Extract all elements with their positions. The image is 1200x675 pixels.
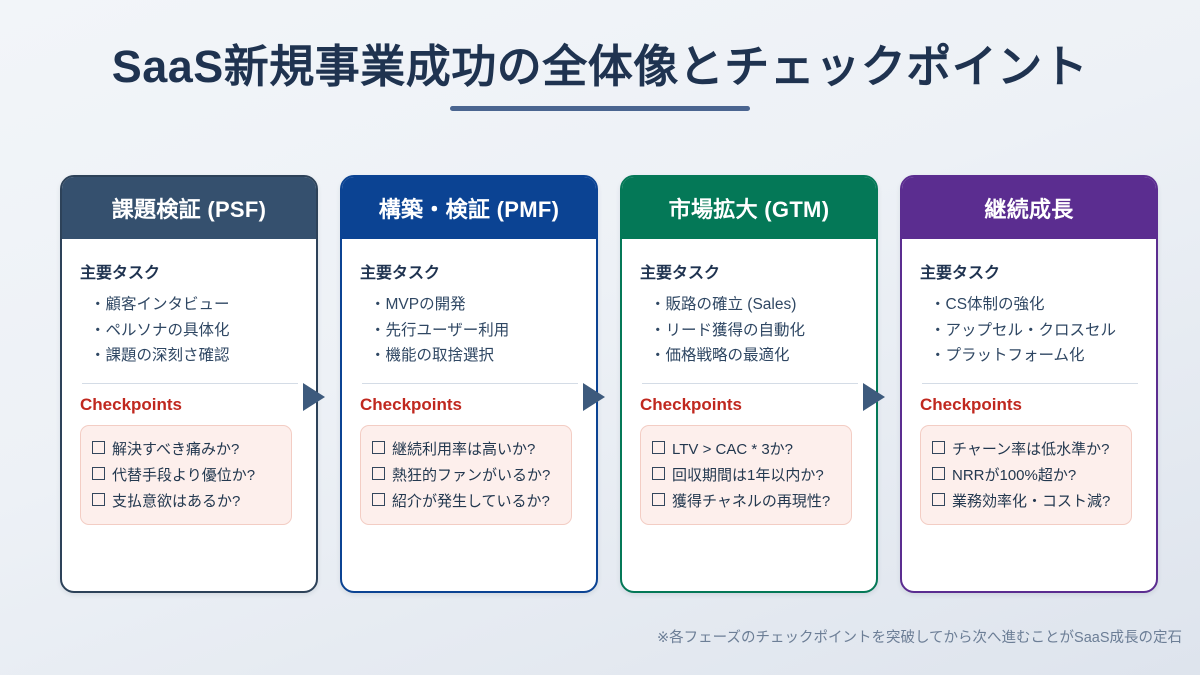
title-underline [450,106,750,112]
task-list: ・顧客インタビュー ・ペルソナの具体化 ・課題の深刻さ確認 [90,292,300,369]
list-item: ・ペルソナの具体化 [90,321,230,339]
list-item: ・アップセル・クロスセル [930,321,1117,339]
tasks-label: 主要タスク [640,265,721,282]
task-list: ・MVPの開発 ・先行ユーザー利用 ・機能の取捨選択 [370,292,580,369]
checkpoint-list: 継続利用率は高いか? 熱狂的ファンがいるか? 紹介が発生しているか? [372,436,561,514]
phase-card-body: 主要タスク ・顧客インタビュー ・ペルソナの具体化 ・課題の深刻さ確認 Chec… [62,239,316,525]
checkpoint-label: 継続利用率は高いか? [392,440,536,458]
divider [642,382,858,384]
phase-title: 継続成長 [984,197,1074,222]
divider [362,382,578,384]
phase-card-pmf[interactable]: 構築・検証 (PMF) 主要タスク ・MVPの開発 ・先行ユーザー利用 ・機能の… [340,175,598,593]
page-title: SaaS新規事業成功の全体像とチェックポイント [111,41,1089,92]
arrow-right-icon [863,383,885,411]
list-item: ・機能の取捨選択 [370,347,495,364]
task-list: ・販路の確立 (Sales) ・リード獲得の自動化 ・価格戦略の最適化 [650,292,860,369]
phase-card-growth[interactable]: 継続成長 主要タスク ・CS体制の強化 ・アップセル・クロスセル ・プラットフォ… [900,175,1158,593]
list-item: ・プラットフォーム化 [930,347,1085,364]
checkpoints-label: Checkpoints [920,394,1023,414]
checkpoint-item[interactable]: 業務効率化・コスト減? [932,488,1121,514]
tasks-label: 主要タスク [360,265,441,282]
list-item: ・課題の深刻さ確認 [90,347,230,364]
arrow-right-icon [583,383,605,411]
checkpoint-label: 紹介が発生しているか? [392,492,550,510]
phase-title: 構築・検証 (PMF) [378,197,560,222]
checkbox-icon[interactable] [932,466,945,480]
list-item: ・顧客インタビュー [90,296,230,313]
phase-card-gtm[interactable]: 市場拡大 (GTM) 主要タスク ・販路の確立 (Sales) ・リード獲得の自… [620,175,878,593]
checkbox-icon[interactable] [652,440,665,454]
checkpoint-item[interactable]: 代替手段より優位か? [92,462,281,488]
title-block: SaaS新規事業成功の全体像とチェックポイント [0,41,1200,112]
list-item: ・先行ユーザー利用 [370,321,510,339]
phase-card-psf[interactable]: 課題検証 (PSF) 主要タスク ・顧客インタビュー ・ペルソナの具体化 ・課題… [60,175,318,593]
phase-title: 課題検証 (PSF) [111,197,267,222]
list-item: ・MVPの開発 [370,296,466,313]
phase-card-header: 市場拡大 (GTM) [622,177,876,239]
checkpoint-item[interactable]: 解決すべき痛みか? [92,436,281,462]
phase-title: 市場拡大 (GTM) [668,197,830,222]
tasks-label: 主要タスク [920,265,1001,282]
checkpoint-item[interactable]: 継続利用率は高いか? [372,436,561,462]
checkpoint-label: 業務効率化・コスト減? [952,492,1111,510]
list-item: ・リード獲得の自動化 [650,321,806,339]
checkpoints-box: 継続利用率は高いか? 熱狂的ファンがいるか? 紹介が発生しているか? [360,424,572,525]
phase-card-header: 構築・検証 (PMF) [342,177,596,239]
checkpoint-label: LTV > CAC * 3か? [672,440,794,458]
phase-card-body: 主要タスク ・MVPの開発 ・先行ユーザー利用 ・機能の取捨選択 Checkpo… [342,239,596,525]
checkpoint-item[interactable]: 熱狂的ファンがいるか? [372,462,561,488]
phase-card-header: 継続成長 [902,177,1156,239]
checkbox-icon[interactable] [372,492,385,506]
checkpoint-item[interactable]: NRRが100%超か? [932,462,1121,488]
checkpoint-label: 支払意欲はあるか? [112,492,241,510]
checkpoint-label: チャーン率は低水準か? [952,440,1110,458]
checkbox-icon[interactable] [652,492,665,506]
checkbox-icon[interactable] [92,466,105,480]
arrow-right-icon [303,383,325,411]
divider [922,382,1138,384]
checkpoint-item[interactable]: 獲得チャネルの再現性? [652,488,841,514]
checkbox-icon[interactable] [652,466,665,480]
checkpoint-item[interactable]: 回収期間は1年以内か? [652,462,841,488]
checkbox-icon[interactable] [92,492,105,506]
checkbox-icon[interactable] [92,440,105,454]
list-item: ・販路の確立 (Sales) [650,296,797,313]
checkpoint-list: 解決すべき痛みか? 代替手段より優位か? 支払意欲はあるか? [92,436,281,514]
checkbox-icon[interactable] [932,492,945,506]
checkpoint-label: 獲得チャネルの再現性? [672,492,831,510]
checkpoints-box: 解決すべき痛みか? 代替手段より優位か? 支払意欲はあるか? [80,424,292,525]
checkpoint-label: 熱狂的ファンがいるか? [392,466,551,484]
phase-card-body: 主要タスク ・販路の確立 (Sales) ・リード獲得の自動化 ・価格戦略の最適… [622,239,876,525]
checkpoint-item[interactable]: チャーン率は低水準か? [932,436,1121,462]
task-list: ・CS体制の強化 ・アップセル・クロスセル ・プラットフォーム化 [930,292,1140,369]
checkpoint-label: 回収期間は1年以内か? [672,466,824,484]
checkbox-icon[interactable] [372,466,385,480]
phase-card-body: 主要タスク ・CS体制の強化 ・アップセル・クロスセル ・プラットフォーム化 C… [902,239,1156,525]
checkbox-icon[interactable] [932,440,945,454]
footer-note: ※各フェーズのチェックポイントを突破してから次へ進むことがSaaS成長の定石 [657,630,1182,646]
checkpoints-label: Checkpoints [640,394,743,414]
checkpoint-item[interactable]: 紹介が発生しているか? [372,488,561,514]
checkpoint-list: チャーン率は低水準か? NRRが100%超か? 業務効率化・コスト減? [932,436,1121,514]
divider [82,382,298,384]
checkpoints-label: Checkpoints [80,394,183,414]
list-item: ・価格戦略の最適化 [650,347,790,364]
checkpoints-box: チャーン率は低水準か? NRRが100%超か? 業務効率化・コスト減? [920,424,1132,525]
checkpoints-box: LTV > CAC * 3か? 回収期間は1年以内か? 獲得チャネルの再現性? [640,424,852,525]
checkpoint-label: 代替手段より優位か? [112,466,256,484]
checkbox-icon[interactable] [372,440,385,454]
checkpoint-item[interactable]: LTV > CAC * 3か? [652,436,841,462]
phase-card-header: 課題検証 (PSF) [62,177,316,239]
checkpoint-label: 解決すべき痛みか? [112,440,240,458]
checkpoints-label: Checkpoints [360,394,463,414]
checkpoint-label: NRRが100%超か? [952,466,1077,484]
list-item: ・CS体制の強化 [930,296,1045,313]
tasks-label: 主要タスク [80,265,161,282]
checkpoint-list: LTV > CAC * 3か? 回収期間は1年以内か? 獲得チャネルの再現性? [652,436,841,514]
checkpoint-item[interactable]: 支払意欲はあるか? [92,488,281,514]
phase-cards-row: 課題検証 (PSF) 主要タスク ・顧客インタビュー ・ペルソナの具体化 ・課題… [60,175,1200,593]
